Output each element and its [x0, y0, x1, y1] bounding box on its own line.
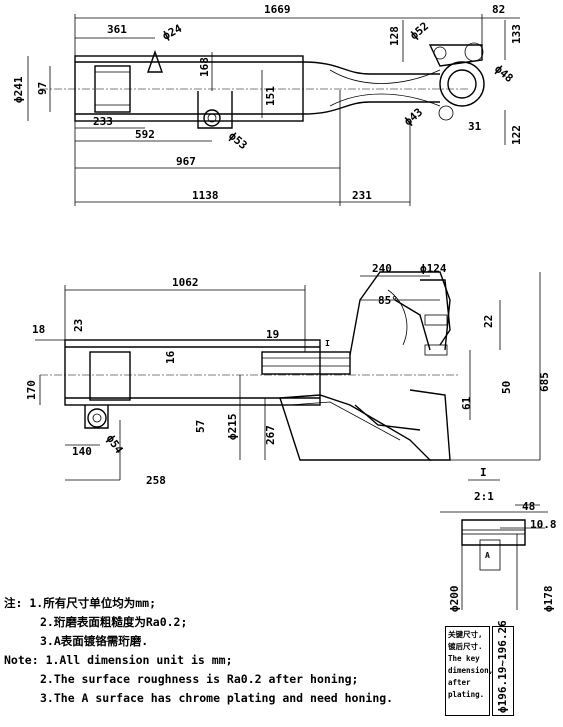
dim-22: 22: [482, 315, 495, 328]
key-dimension-label-box: 关键尺寸, 镀后尺寸. The key dimension, after pla…: [445, 626, 494, 716]
note-cn-1: 注: 1.所有尺寸单位均为mm;: [4, 594, 424, 613]
dim-592: 592: [135, 128, 155, 141]
side-view: [35, 271, 541, 481]
dim-97: 97: [36, 82, 49, 95]
dim-133: 133: [510, 24, 523, 44]
dim-85deg: 85°: [378, 294, 398, 307]
dim-18: 18: [32, 323, 45, 336]
dim-phi178: ϕ178: [542, 586, 555, 613]
dim-170: 170: [25, 380, 38, 400]
dim-128: 128: [388, 26, 401, 46]
dim-phi48: ϕ48: [492, 62, 516, 85]
dim-685: 685: [538, 372, 551, 392]
key-label-line: 镀后尺寸.: [448, 642, 483, 651]
dim-267: 267: [264, 425, 277, 445]
key-dimension-value-box: ϕ196.19~196.26: [492, 620, 514, 716]
note-en-line-1: 1.All dimension unit is mm;: [45, 653, 233, 667]
detail-label: I: [480, 466, 487, 479]
dim-967: 967: [176, 155, 196, 168]
dim-140: 140: [72, 445, 92, 458]
note-en-1: Note: 1.All dimension unit is mm;: [4, 651, 424, 670]
note-cn-2: 2.珩磨表面粗糙度为Ra0.2;: [4, 613, 424, 632]
dim-240: 240: [372, 262, 392, 275]
dim-phi200: ϕ200: [448, 586, 461, 613]
note-en-3: 3.The A surface has chrome plating and n…: [4, 689, 424, 708]
dim-258: 258: [146, 474, 166, 487]
top-view: [27, 14, 520, 206]
key-label-line: dimension,: [448, 666, 494, 675]
dim-151: 151: [264, 86, 277, 106]
note-cn-line-2: 2.珩磨表面粗糙度为Ra0.2;: [40, 615, 188, 629]
key-dimension-value: ϕ196.19~196.26: [496, 620, 509, 713]
detail-mark-side: I: [325, 339, 330, 348]
dim-phi52: ϕ52: [408, 20, 432, 43]
dim-10-8: 10.8: [530, 518, 557, 531]
dim-phi215: ϕ215: [226, 414, 239, 441]
dim-61: 61: [460, 396, 473, 410]
dim-82: 82: [492, 3, 505, 16]
key-label-line: The key: [448, 654, 480, 663]
note-cn-3: 3.A表面镀铬需珩磨.: [4, 632, 424, 651]
key-label-line: after: [448, 678, 471, 687]
dim-phi24: ϕ24: [160, 22, 184, 43]
dim-122: 122: [510, 125, 523, 145]
dim-1138: 1138: [192, 189, 219, 202]
dim-231: 231: [352, 189, 372, 202]
dim-16: 16: [164, 350, 177, 364]
dim-168: 168: [198, 57, 211, 77]
dim-1669: 1669: [264, 3, 291, 16]
note-en-2: 2.The surface roughness is Ra0.2 after h…: [4, 670, 424, 689]
note-cn-line-3: 3.A表面镀铬需珩磨.: [40, 634, 149, 648]
detail-view: [440, 479, 548, 610]
dim-phi124: ϕ124: [420, 262, 447, 275]
note-en-line-2: 2.The surface roughness is Ra0.2 after h…: [40, 672, 359, 686]
dim-phi43: ϕ43: [402, 106, 426, 129]
dim-31: 31: [468, 120, 482, 133]
key-label-line: plating.: [448, 690, 485, 699]
dim-19: 19: [266, 328, 279, 341]
a-surface-mark: A: [485, 551, 490, 560]
dim-phi54: ϕ54: [104, 432, 126, 456]
dim-23: 23: [72, 319, 85, 332]
note-en-prefix: Note:: [4, 653, 39, 667]
dim-361: 361: [107, 23, 127, 36]
note-en-line-3: 3.The A surface has chrome plating and n…: [40, 691, 394, 705]
note-cn-prefix: 注:: [4, 596, 23, 610]
note-cn-line-1: 1.所有尺寸单位均为mm;: [29, 596, 156, 610]
notes-block: 注: 1.所有尺寸单位均为mm; 2.珩磨表面粗糙度为Ra0.2; 3.A表面镀…: [4, 594, 424, 708]
detail-scale: 2:1: [474, 490, 494, 503]
key-label-line: 关键尺寸,: [448, 630, 483, 639]
dim-phi53: ϕ53: [226, 129, 250, 152]
dim-50: 50: [500, 381, 513, 394]
dim-48: 48: [522, 500, 535, 513]
dim-1062: 1062: [172, 276, 199, 289]
dim-233: 233: [93, 115, 113, 128]
dim-57: 57: [194, 420, 207, 433]
dim-phi241: ϕ241: [12, 76, 25, 103]
